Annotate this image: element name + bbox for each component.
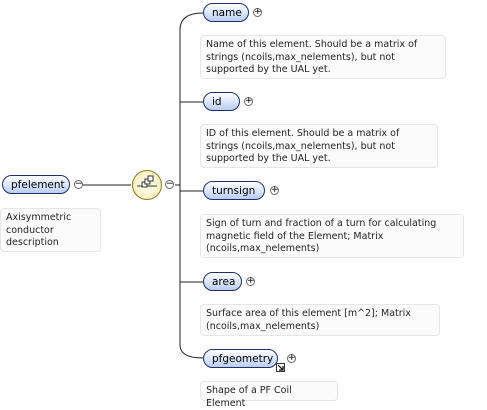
child-description-name: Name of this element. Should be a matrix… [200,35,446,79]
expand-toggle-pfgeometry[interactable]: + [287,353,296,363]
child-description-turnsign: Sign of turn and fraction of a turn for … [200,214,464,258]
child-element-pfgeometry[interactable]: pfgeometry [203,349,278,368]
expand-toggle-turnsign[interactable]: + [270,185,279,195]
collapse-toggle-root[interactable]: − [74,179,83,189]
expand-toggle-name[interactable]: + [253,7,262,17]
child-element-name[interactable]: name [203,3,249,22]
child-element-label: area [212,276,236,288]
child-element-label: id [212,96,222,108]
sequence-compositor[interactable] [132,170,162,200]
child-description-area: Surface area of this element [m^2]; Matr… [200,304,440,336]
child-element-area[interactable]: area [203,272,242,291]
child-element-turnsign[interactable]: turnsign [203,181,265,200]
expand-toggle-area[interactable]: + [246,276,255,286]
child-element-id[interactable]: id [203,92,240,111]
reference-arrow-icon [276,363,285,372]
child-element-label: pfgeometry [212,353,274,365]
child-description-id: ID of this element. Should be a matrix o… [200,124,438,168]
child-element-label: turnsign [212,185,256,197]
root-element-pfelement[interactable]: pfelement [2,175,70,194]
root-element-label: pfelement [11,179,65,191]
expand-toggle-id[interactable]: + [244,96,253,106]
root-description: Axisymmetric conductor description [0,208,101,252]
child-description-pfgeometry: Shape of a PF Coil Element [200,381,338,409]
collapse-toggle-compositor[interactable]: − [165,179,174,189]
sequence-compositor-icon [137,175,157,188]
child-element-label: name [212,7,242,19]
